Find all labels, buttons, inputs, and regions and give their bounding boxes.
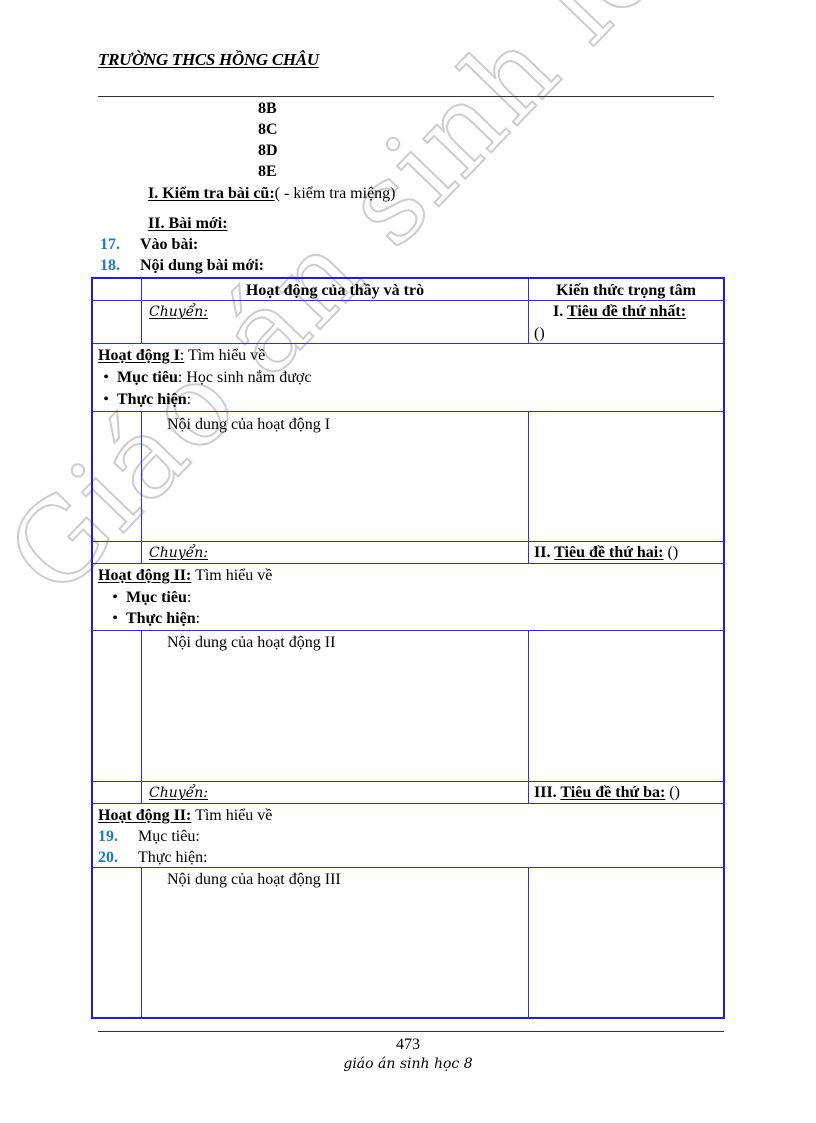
topic-3: III. Tiêu đề thứ ba: () (534, 782, 680, 803)
topic-title: Tiêu đề thứ nhất: (566, 303, 687, 320)
row-divider (93, 563, 723, 564)
col-divider (141, 867, 142, 1019)
goal-label: Mục tiêu (126, 589, 187, 606)
footer-text: giáo án sinh học 8 (343, 1056, 473, 1072)
topic-1-suffix: () (534, 325, 545, 342)
activity-1-content: Nội dung của hoạt động I (167, 416, 331, 433)
review-text: ( - kiểm tra miệng) (274, 185, 396, 202)
bullet-icon: • (103, 369, 109, 386)
lesson-table: Hoạt động của thầy và trò Kiến thức trọn… (91, 277, 725, 1019)
goal-text: Mục tiêu: (138, 828, 200, 845)
list-item-17: 17. Vào bài: (100, 235, 198, 255)
col-divider (528, 411, 529, 563)
col-divider (141, 630, 142, 803)
transition-1: Chuyển: (149, 304, 209, 320)
topic-title: Tiêu đề thứ ba: (560, 784, 666, 801)
topic-1: I. Tiêu đề thứ nhất: (553, 301, 686, 322)
exec-text: Thực hiện: (138, 849, 208, 866)
footer-rule (98, 1031, 724, 1032)
activity-1-exec: • Thực hiện: (95, 389, 191, 410)
topic-roman: III. (534, 784, 557, 801)
col-divider (528, 279, 529, 343)
topic-roman: II. (534, 544, 551, 561)
row-divider (93, 300, 723, 301)
class-8d: 8D (258, 142, 278, 159)
goal-text: : Học sinh nắm được (177, 369, 312, 386)
list-text: Nội dung bài mới: (140, 257, 264, 274)
activity-2-title: Hoạt động II: Tìm hiểu về (98, 565, 272, 586)
school-header: TRƯỜNG THCS HỒNG CHÂU (98, 50, 319, 69)
list-number: 17. (100, 236, 120, 253)
activity-title: Hoạt động II: (98, 567, 192, 584)
exec-label: Thực hiện (126, 610, 196, 627)
row-divider (93, 803, 723, 804)
topic-2: II. Tiêu đề thứ hai: () (534, 542, 678, 563)
activity-2-goal: • Mục tiêu: (104, 587, 191, 608)
list-number: 19. (98, 828, 118, 845)
activity-intro: Tìm hiểu về (191, 567, 273, 584)
activity-intro: Tìm hiểu về (184, 347, 266, 364)
page-number: 473 (396, 1036, 420, 1053)
transition-3: Chuyển: (149, 785, 209, 801)
exec-text: : (195, 610, 201, 627)
list-item-18: 18. Nội dung bài mới: (100, 256, 264, 276)
new-lesson-heading: II. Bài mới: (148, 215, 228, 232)
exec-label: Thực hiện (117, 391, 187, 408)
row-divider (93, 781, 723, 782)
header-rule (98, 96, 714, 97)
activity-3-goal: 19. Mục tiêu: (98, 826, 200, 847)
review-section: I. Kiểm tra bài cũ:( - kiểm tra miệng) (148, 184, 396, 204)
activity-title: Hoạt động I (98, 347, 180, 364)
goal-label: Mục tiêu (117, 369, 178, 386)
class-8c: 8C (258, 121, 278, 138)
list-number: 18. (100, 257, 120, 274)
col-divider (528, 867, 529, 1019)
activity-title-suffix: : (179, 347, 185, 364)
class-8b: 8B (258, 100, 277, 117)
topic-roman: I. (553, 303, 564, 320)
activity-3-title: Hoạt động II: Tìm hiểu về (98, 805, 272, 826)
row-divider (93, 630, 723, 631)
row-divider (93, 411, 723, 412)
activity-2-exec: • Thực hiện: (104, 608, 200, 629)
transition-2: Chuyển: (149, 545, 209, 561)
topic-title: Tiêu đề thứ hai: (554, 544, 664, 561)
topic-suffix: () (665, 784, 680, 801)
bullet-icon: • (103, 391, 109, 408)
list-number: 20. (98, 849, 118, 866)
activity-2-content: Nội dung của hoạt động II (167, 634, 336, 651)
activity-1-goal: • Mục tiêu: Học sinh nắm được (95, 367, 311, 388)
activity-3-exec: 20. Thực hiện: (98, 847, 208, 868)
class-8e: 8E (258, 163, 277, 180)
exec-text: : (186, 391, 192, 408)
activity-3-content: Nội dung của hoạt động III (167, 871, 341, 888)
col-divider (141, 279, 142, 343)
topic-suffix: () (663, 544, 679, 561)
col-divider (141, 411, 142, 563)
list-text: Vào bài: (140, 236, 199, 253)
bullet-icon: • (112, 610, 118, 627)
header-knowledge: Kiến thức trọng tâm (556, 282, 696, 299)
col-divider (528, 630, 529, 803)
bullet-icon: • (112, 589, 118, 606)
header-activities: Hoạt động của thầy và trò (245, 282, 425, 299)
row-divider (93, 343, 723, 344)
activity-1-title: Hoạt động I: Tìm hiểu về (98, 345, 265, 366)
row-divider (93, 867, 723, 868)
review-label: I. Kiểm tra bài cũ: (148, 185, 275, 202)
row-divider (93, 541, 723, 542)
activity-title: Hoạt động II: (98, 807, 192, 824)
activity-intro: Tìm hiểu về (191, 807, 273, 824)
goal-text: : (186, 589, 192, 606)
